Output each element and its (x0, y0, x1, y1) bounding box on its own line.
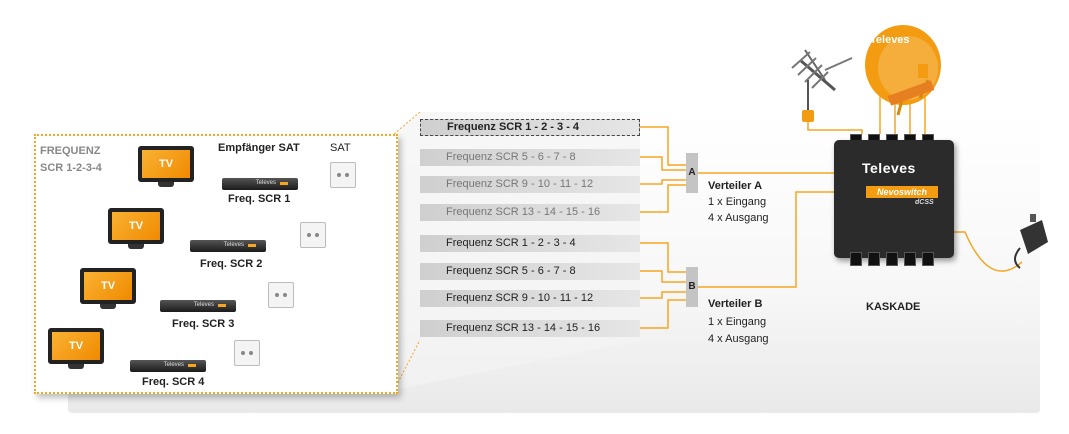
ms-port-bottom-1 (850, 252, 862, 266)
equipment-graphics (791, 25, 1048, 269)
receiver-2: Televes (190, 240, 266, 252)
sat-outlet-2 (300, 222, 326, 248)
receiver-4: Televes (130, 360, 206, 372)
splitter-a: A (686, 153, 698, 193)
power-adapter-icon (1014, 214, 1048, 269)
freq-bar-a3: Frequenz SCR 9 - 10 - 11 - 12 (420, 176, 640, 193)
inset-title-line1: FREQUENZ (40, 145, 101, 157)
freq-bar-b4: Frequenz SCR 13 - 14 - 15 - 16 (420, 320, 640, 337)
cable-power (954, 231, 1023, 272)
inset-title: FREQUENZ SCR 1-2-3-4 (40, 143, 102, 177)
sat-outlet-3 (268, 282, 294, 308)
cable-terrestrial (807, 122, 863, 134)
cable-b1 (640, 242, 686, 273)
receiver-1: Televes (222, 178, 298, 190)
freq-bar-a2: Frequenz SCR 5 - 6 - 7 - 8 (420, 149, 640, 166)
tv-3-label: TV (84, 272, 132, 300)
splitter-b-title: Verteiler B (708, 298, 763, 310)
freq-bar-b2: Frequenz SCR 5 - 6 - 7 - 8 (420, 263, 640, 280)
splitter-a-title: Verteiler A (708, 180, 763, 192)
tv-2-label: TV (112, 212, 160, 240)
dish-brand: Televes (870, 34, 910, 46)
splitter-b-inputs: 1 x Eingang (708, 316, 767, 328)
zoom-edge-top (393, 111, 421, 135)
cable-a1 (640, 126, 686, 166)
receiver-4-label: Freq. SCR 4 (142, 376, 205, 388)
receiver-2-label: Freq. SCR 2 (200, 258, 263, 270)
cable-b2 (640, 270, 686, 283)
receiver-heading: Empfänger SAT (218, 142, 300, 154)
freq-bar-a1: Frequenz SCR 1 - 2 - 3 - 4 (420, 119, 640, 136)
ms-port-bottom-4 (904, 252, 916, 266)
cable-b3 (640, 291, 686, 299)
cable-b4 (640, 299, 686, 329)
freq-bar-a4: Frequenz SCR 13 - 14 - 15 - 16 (420, 204, 640, 221)
splitter-b-outputs: 4 x Ausgang (708, 333, 769, 345)
zoom-edge-bottom (393, 339, 421, 391)
freq-bar-b3: Frequenz SCR 9 - 10 - 11 - 12 (420, 290, 640, 307)
satellite-dish-icon (865, 25, 941, 116)
multiswitch-brand: Televes (862, 160, 916, 176)
terrestrial-antenna-icon (791, 49, 853, 122)
splitter-a-outputs: 4 x Ausgang (708, 212, 769, 224)
multiswitch-code: dCSS (915, 199, 934, 206)
sat-outlet-1 (330, 162, 356, 188)
freq-bar-b1: Frequenz SCR 1 - 2 - 3 - 4 (420, 235, 640, 252)
tv-4-label: TV (52, 332, 100, 360)
splitter-b: B (686, 267, 698, 307)
splitter-a-inputs: 1 x Eingang (708, 196, 767, 208)
ms-port-bottom-5 (922, 252, 934, 266)
tv-4: TV (48, 328, 104, 369)
tv-1-label: TV (142, 150, 190, 178)
ms-port-bottom-3 (886, 252, 898, 266)
ms-port-bottom-2 (868, 252, 880, 266)
sat-heading: SAT (330, 142, 351, 154)
cascade-caption: KASKADE (866, 301, 921, 313)
receiver-3-label: Freq. SCR 3 (172, 318, 235, 330)
multiswitch-model: Nevoswitch (866, 186, 938, 198)
tv-1: TV (138, 146, 194, 187)
inset-title-line2: SCR 1-2-3-4 (40, 162, 102, 174)
cable-a4 (640, 184, 686, 213)
tv-3: TV (80, 268, 136, 309)
sat-outlet-4 (234, 340, 260, 366)
tv-2: TV (108, 208, 164, 249)
cable-a3 (640, 179, 686, 185)
multiswitch (834, 140, 954, 258)
receiver-3: Televes (160, 300, 236, 312)
cable-a2 (640, 156, 686, 171)
cable-splitter-b (698, 191, 834, 288)
receiver-1-label: Freq. SCR 1 (228, 193, 291, 205)
